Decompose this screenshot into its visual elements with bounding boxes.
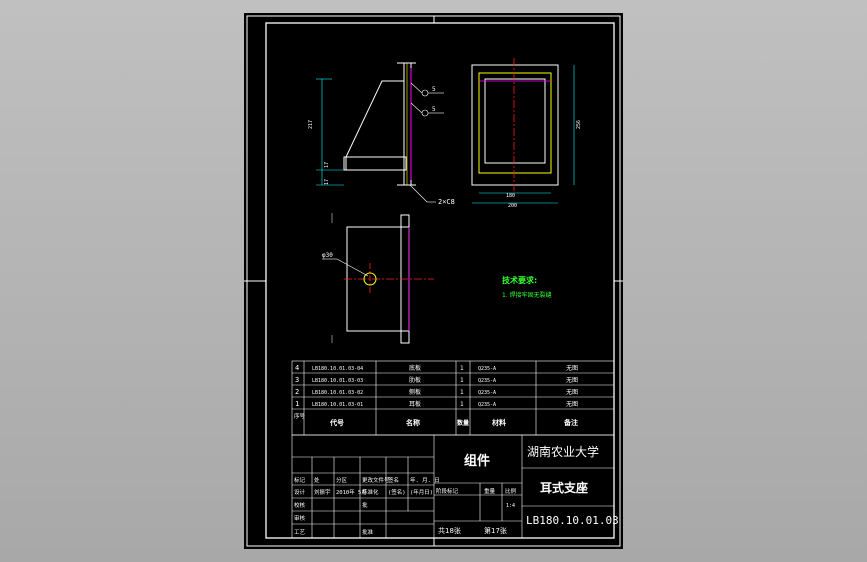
bom-cell-qty: 1 — [460, 365, 464, 372]
title-cell-r2-4: (签名) — [388, 488, 406, 496]
title-cell-r5-3: 批准 — [362, 528, 374, 536]
dim-outer-width: 200 — [508, 203, 517, 209]
title-cell-r1-2: 分区 — [336, 476, 348, 484]
weld-size-bottom: 5 — [432, 106, 436, 113]
hole-leader — [336, 258, 369, 277]
sheets-total: 共18张 — [438, 526, 461, 535]
bom-cell-qty: 1 — [460, 377, 464, 384]
title-cell-r1-3: 更改文件号 — [362, 476, 390, 484]
bom-header-no: 序号 — [294, 412, 306, 420]
weld-leader-bottom — [410, 102, 423, 114]
bom-cell-remark: 无图 — [566, 401, 578, 408]
bom-cell-code: LB180.10.01.03-01 — [312, 402, 363, 408]
bom-cell-material: Q235-A — [478, 378, 496, 384]
notes-line-1: 1. 焊接牢固无裂缝 — [502, 291, 552, 299]
base-plate — [343, 156, 407, 171]
drawing-number: LB180.10.01.03 — [526, 514, 619, 527]
dim-base: 17 — [324, 162, 330, 168]
title-cell-r2-3: 标准化 — [362, 488, 379, 496]
title-cell-r5-0: 工艺 — [294, 529, 306, 536]
bom-cell-material: Q235-A — [478, 390, 496, 396]
weight-label: 重量 — [484, 487, 496, 495]
bom-cell-remark: 无图 — [566, 365, 578, 372]
chamfer-leader — [409, 184, 428, 203]
title-block-cells: 标记处 分区 更改文件号签名 年. 月. 日设计刘振宇 2010年 5月标准化 (签名) (… — [294, 476, 440, 536]
bom-cell-code: LB180.10.01.03-02 — [312, 390, 363, 396]
bom-cell-material: Q235-A — [478, 366, 496, 372]
bom-header-code: 代号 — [329, 418, 344, 427]
bom-header-name: 名称 — [406, 418, 420, 427]
drawing-canvas: 217 17 17 5 5 2×C8 180 200 256 — [244, 13, 623, 549]
bom-cell-no: 3 — [295, 376, 299, 384]
bom-cell-material: Q235-A — [478, 402, 496, 408]
bom-cell-qty: 1 — [460, 401, 464, 408]
hole-circle — [363, 272, 377, 286]
hole-label: φ30 — [322, 252, 333, 259]
bom-cell-name: 耳板 — [409, 400, 421, 408]
weld-size-top: 5 — [432, 86, 436, 93]
bom-cell-name: 侧板 — [409, 388, 421, 396]
scale-label: 比例 — [505, 487, 517, 495]
title-cell-r2-1: 刘振宇 — [314, 488, 331, 496]
bom-header: 序号 代号 名称 数量 材料 备注 — [294, 412, 578, 427]
notes-title: 技术要求: — [502, 275, 537, 285]
side-inner-rect — [484, 78, 546, 164]
drawing-sheet[interactable]: 217 17 17 5 5 2×C8 180 200 256 — [244, 13, 623, 549]
title-cell-r1-5: 年. 月. 日 — [410, 476, 440, 484]
bom-cell-code: LB180.10.01.03-04 — [312, 366, 363, 372]
title-cell-r1-1: 处 — [314, 476, 320, 484]
dim-right-height: 256 — [576, 120, 582, 129]
dim-height-main: 217 — [308, 120, 314, 129]
bom-cell-no: 4 — [295, 364, 299, 372]
dim-bottom: 17 — [324, 179, 330, 185]
bom-cell-remark: 无图 — [566, 377, 578, 384]
bom-cell-qty: 1 — [460, 389, 464, 396]
front-view: 217 17 17 5 5 2×C8 — [308, 62, 455, 206]
side-weld-boundary — [478, 72, 552, 174]
title-cell-r3-3: 批 — [362, 501, 368, 509]
sheet-number: 第17张 — [484, 526, 507, 535]
dim-inner-width: 180 — [506, 193, 515, 199]
weld-leader-top — [410, 82, 423, 94]
title-cell-r1-0: 标记 — [294, 476, 306, 484]
bom-cell-no: 2 — [295, 388, 299, 396]
bom-header-remark: 备注 — [563, 418, 578, 427]
title-cell-r1-4: 签名 — [388, 476, 399, 484]
bom-header-qty: 数量 — [457, 419, 469, 427]
bom-cell-name: 肋板 — [409, 376, 421, 384]
side-outer-plate — [471, 64, 559, 186]
title-cell-r2-0: 设计 — [294, 488, 306, 496]
top-view: φ30 — [322, 213, 434, 344]
side-view: 180 200 256 — [471, 58, 582, 209]
part-name: 耳式支座 — [540, 480, 588, 495]
stage-mark-label: 阶段标记 — [436, 487, 459, 495]
title-cell-r2-2: 2010年 5月 — [336, 488, 367, 496]
bom-cell-code: LB180.10.01.03-03 — [312, 378, 363, 384]
scale-value: 1:4 — [506, 503, 515, 509]
university-name: 湖南农业大学 — [527, 444, 599, 459]
chamfer-label: 2×C8 — [438, 198, 455, 206]
title-cell-r2-5: (年月日) — [410, 488, 433, 496]
bom-header-material: 材料 — [491, 418, 506, 427]
title-cell-r4-0: 审核 — [294, 514, 306, 522]
gusset-outline — [345, 80, 404, 170]
title-cell-r3-0: 校核 — [294, 501, 306, 509]
bom-cell-remark: 无图 — [566, 389, 578, 396]
assembly-label: 组件 — [464, 453, 490, 469]
bom-cell-no: 1 — [295, 400, 299, 408]
bom-cell-name: 底板 — [409, 364, 421, 372]
title-block-grid — [291, 434, 615, 539]
sheet-background — [244, 13, 623, 549]
